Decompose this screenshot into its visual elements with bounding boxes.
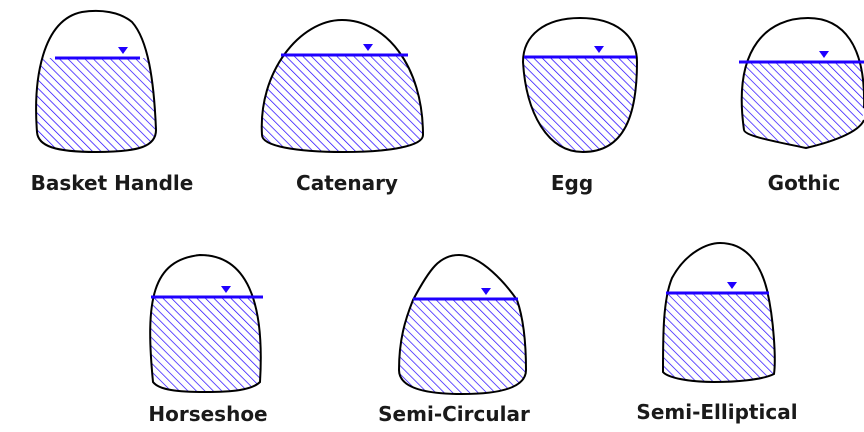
shape-catenary bbox=[260, 18, 425, 154]
egg-hatched-flow bbox=[523, 57, 637, 152]
gothic-hatched-flow bbox=[741, 62, 864, 148]
basket-handle-outline bbox=[35, 9, 158, 154]
semi-circular-water-level-marker bbox=[481, 288, 491, 295]
label-catenary: Catenary bbox=[296, 171, 398, 195]
catenary-water-level-marker bbox=[363, 44, 373, 51]
label-semi-circular: Semi-Circular bbox=[378, 402, 530, 426]
label-gothic: Gothic bbox=[768, 171, 841, 195]
semi-circular-hatched-flow bbox=[399, 299, 526, 394]
shape-egg bbox=[521, 16, 639, 154]
catenary-hatched-flow bbox=[261, 55, 423, 152]
egg-water-level-marker bbox=[594, 46, 604, 53]
semi-elliptical-outline bbox=[661, 241, 776, 384]
horseshoe-water-level-marker bbox=[221, 286, 231, 293]
gothic-outline bbox=[740, 16, 864, 131]
horseshoe-hatched-flow bbox=[150, 297, 261, 392]
horseshoe-outline bbox=[149, 253, 262, 394]
label-semi-elliptical: Semi-Elliptical bbox=[636, 400, 797, 424]
shape-basket-handle bbox=[35, 9, 158, 154]
shape-semi-elliptical bbox=[661, 241, 776, 384]
shape-gothic bbox=[739, 16, 864, 150]
shape-semi-circular bbox=[397, 253, 528, 396]
shape-horseshoe bbox=[149, 253, 263, 394]
gothic-water-level-marker bbox=[819, 51, 829, 58]
label-basket-handle: Basket Handle bbox=[31, 171, 194, 195]
basket-handle-hatched-flow bbox=[36, 58, 156, 153]
label-egg: Egg bbox=[551, 171, 593, 195]
basket-handle-water-level-marker bbox=[118, 47, 128, 54]
label-horseshoe: Horseshoe bbox=[148, 402, 267, 426]
egg-outline bbox=[521, 16, 639, 154]
semi-elliptical-water-level-marker bbox=[727, 282, 737, 289]
catenary-outline bbox=[260, 18, 425, 154]
gothic-invert-outline bbox=[743, 119, 864, 150]
semi-elliptical-hatched-flow bbox=[663, 293, 775, 382]
